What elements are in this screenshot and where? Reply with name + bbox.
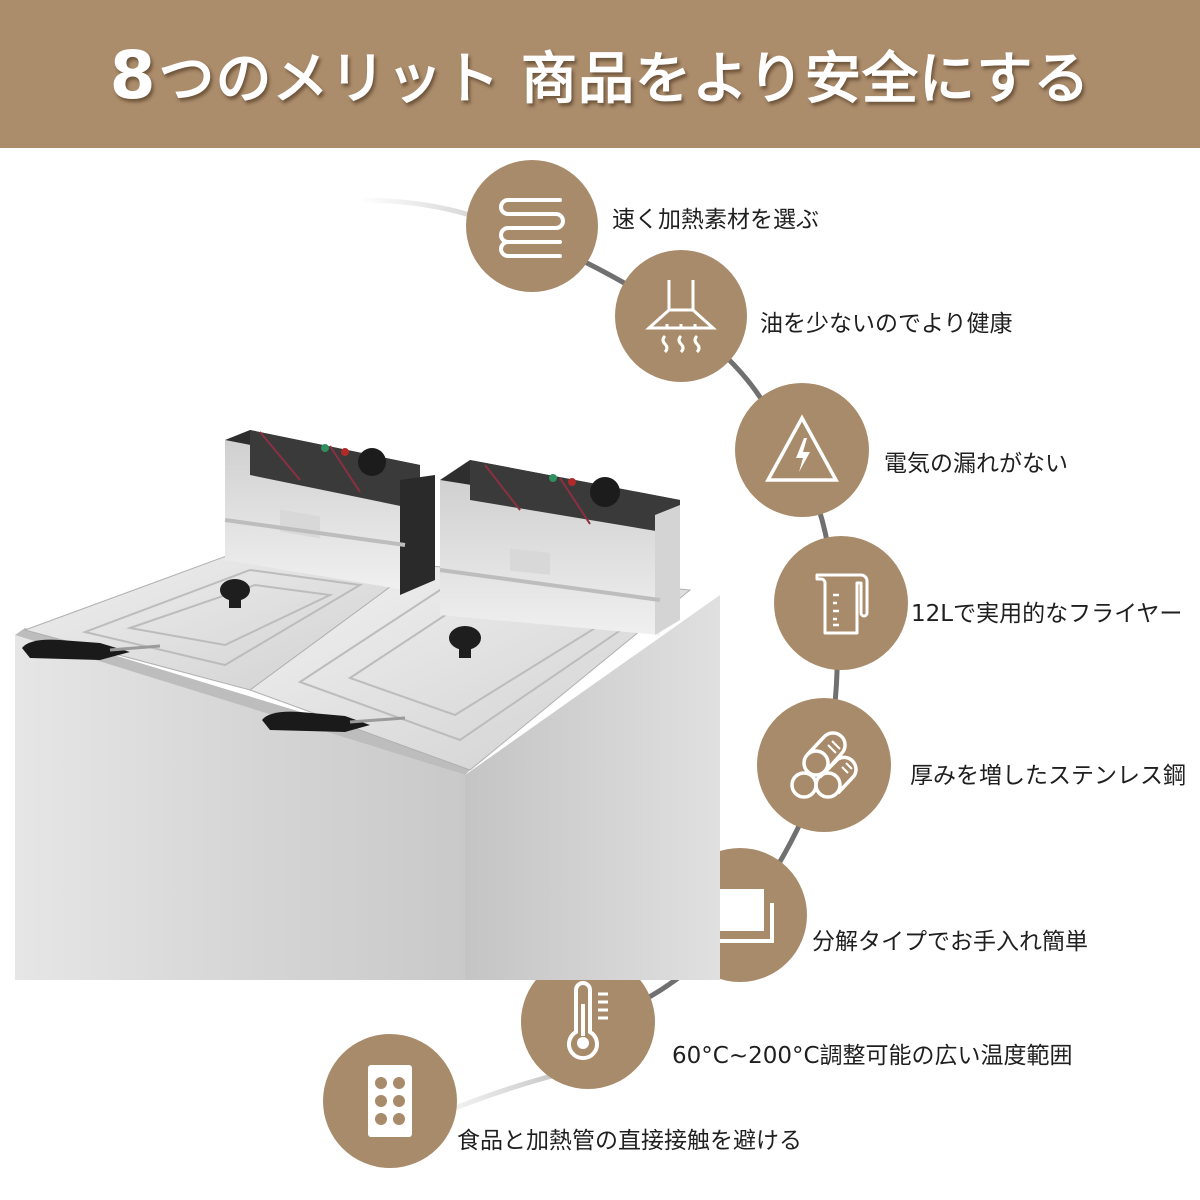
banner-title: 8つのメリット 商品をより安全にする (110, 34, 1091, 115)
thermometer-icon (567, 981, 608, 1061)
banner-title-text: つのメリット 商品をより安全にする (158, 46, 1091, 112)
feature-label-2: 油を少ないのでより健康 (760, 311, 1013, 337)
electric-warning-icon (765, 414, 839, 482)
feature-icon-circle-8 (323, 1034, 457, 1168)
steel-pipes-icon (790, 731, 858, 799)
feature-label-7: 60°C~200°C調整可能の広い温度範囲 (672, 1043, 1073, 1069)
feature-label-3: 電気の漏れがない (884, 451, 1068, 477)
measuring-jug-icon (815, 573, 869, 635)
product-image-deep-fryer (15, 430, 720, 980)
feature-icon-circle-3 (735, 383, 869, 517)
feature-icon-circle-4 (774, 536, 908, 670)
range-hood-icon (645, 280, 717, 354)
feature-label-5: 厚みを増したステンレス鋼 (910, 763, 1186, 789)
feature-label-4: 12Lで実用的なフライヤー (911, 601, 1183, 627)
heating-coil-icon (499, 198, 565, 258)
header-banner: 8つのメリット 商品をより安全にする (0, 0, 1200, 148)
banner-number: 8 (109, 36, 157, 114)
heating-plate-icon (368, 1065, 412, 1137)
feature-label-8: 食品と加熱管の直接接触を避ける (457, 1128, 802, 1154)
feature-icon-circle-2 (615, 250, 747, 382)
feature-icon-circle-5 (757, 698, 891, 832)
feature-icon-circle-1 (466, 160, 598, 292)
feature-label-6: 分解タイプでお手入れ簡単 (812, 929, 1088, 955)
feature-label-1: 速く加熱素材を選ぶ (612, 207, 819, 233)
